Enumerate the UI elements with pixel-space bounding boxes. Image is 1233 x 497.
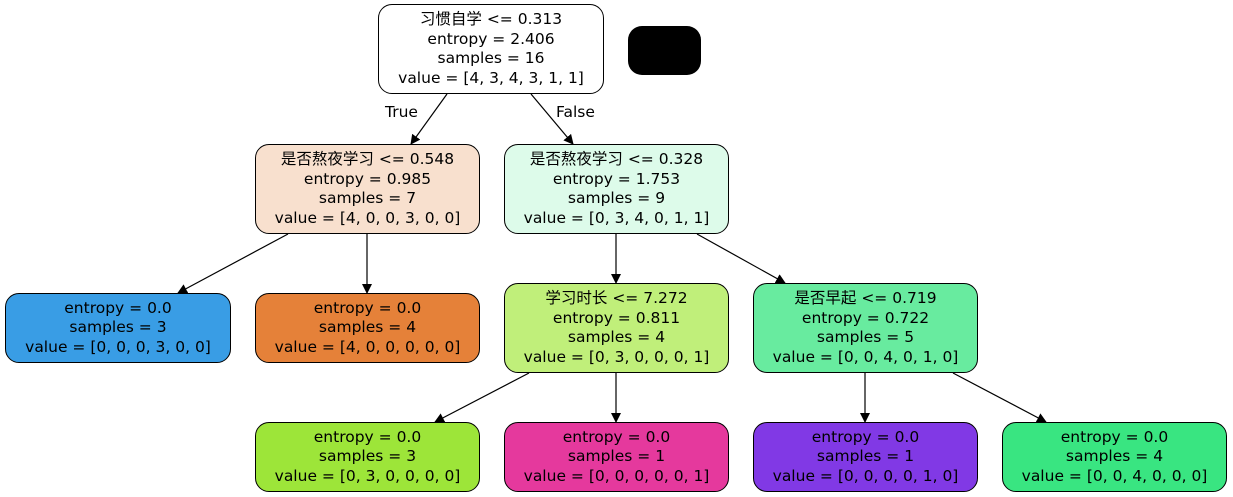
node-text-line: entropy = 0.0	[811, 427, 920, 446]
node-text-line: 是否熬夜学习 <= 0.548	[280, 150, 455, 168]
node-text-line: 习惯自学 <= 0.313	[419, 10, 563, 28]
edge-root-n1	[410, 93, 448, 145]
node-text-line: samples = 1	[816, 447, 915, 466]
node-text-line: samples = 5	[816, 328, 915, 346]
node-text-line: samples = 9	[567, 189, 666, 207]
node-text-line: entropy = 0.0	[64, 298, 172, 317]
node-text-line: value = [0, 3, 4, 0, 1, 1]	[523, 208, 710, 227]
node-text-line: entropy = 0.0	[313, 298, 422, 317]
node-text-line: entropy = 0.811	[552, 308, 681, 327]
node-text-line: value = [0, 0, 4, 0, 0, 0]	[1021, 466, 1208, 485]
edge-n6-n10	[952, 372, 1047, 423]
node-text-line: entropy = 0.0	[1060, 427, 1169, 446]
node-text-line: entropy = 0.0	[562, 427, 671, 446]
node-text-line: value = [0, 0, 0, 3, 0, 0]	[25, 337, 211, 356]
node-text-line: samples = 3	[318, 447, 417, 466]
node-text-line: entropy = 0.0	[313, 427, 422, 446]
node-text-line: 学习时长 <= 7.272	[545, 289, 688, 307]
node-text-line: samples = 4	[318, 318, 417, 337]
edge-n2-n6	[696, 233, 786, 284]
node-text-line: samples = 4	[1065, 447, 1164, 466]
node-text-line: value = [4, 3, 4, 3, 1, 1]	[398, 68, 584, 87]
edge-label-true: True	[385, 103, 418, 121]
node-text-line: value = [4, 0, 0, 0, 0, 0]	[274, 337, 461, 356]
node-text-line: samples = 3	[69, 318, 167, 337]
node-text-line: value = [0, 3, 0, 0, 0, 0]	[274, 466, 461, 485]
node-text-line: samples = 7	[318, 189, 417, 207]
node-text-line: entropy = 2.406	[427, 29, 555, 48]
node-text-line: 是否早起 <= 0.719	[794, 289, 937, 307]
node-text-line: value = [0, 0, 4, 0, 1, 0]	[772, 347, 959, 366]
node-text-line: samples = 1	[567, 447, 666, 466]
edge-label-false: False	[556, 103, 595, 121]
node-text-line: value = [0, 3, 0, 0, 0, 1]	[523, 347, 710, 366]
node-text-line: value = [4, 0, 0, 3, 0, 0]	[274, 208, 461, 227]
edge-root-n2	[530, 93, 574, 145]
node-text-line: value = [0, 0, 0, 0, 0, 1]	[523, 466, 710, 485]
edge-n1-n3	[177, 233, 289, 294]
node-text-line: entropy = 0.722	[801, 308, 930, 327]
node-text-line: entropy = 0.985	[303, 169, 432, 188]
node-text-line: samples = 16	[437, 49, 545, 67]
redaction-box	[628, 26, 701, 75]
node-text-line: entropy = 1.753	[552, 169, 681, 188]
node-text-line: value = [0, 0, 0, 0, 1, 0]	[772, 466, 959, 485]
node-text-line: 是否熬夜学习 <= 0.328	[529, 150, 704, 168]
edge-n5-n7	[434, 372, 530, 423]
node-text-line: samples = 4	[567, 328, 666, 346]
